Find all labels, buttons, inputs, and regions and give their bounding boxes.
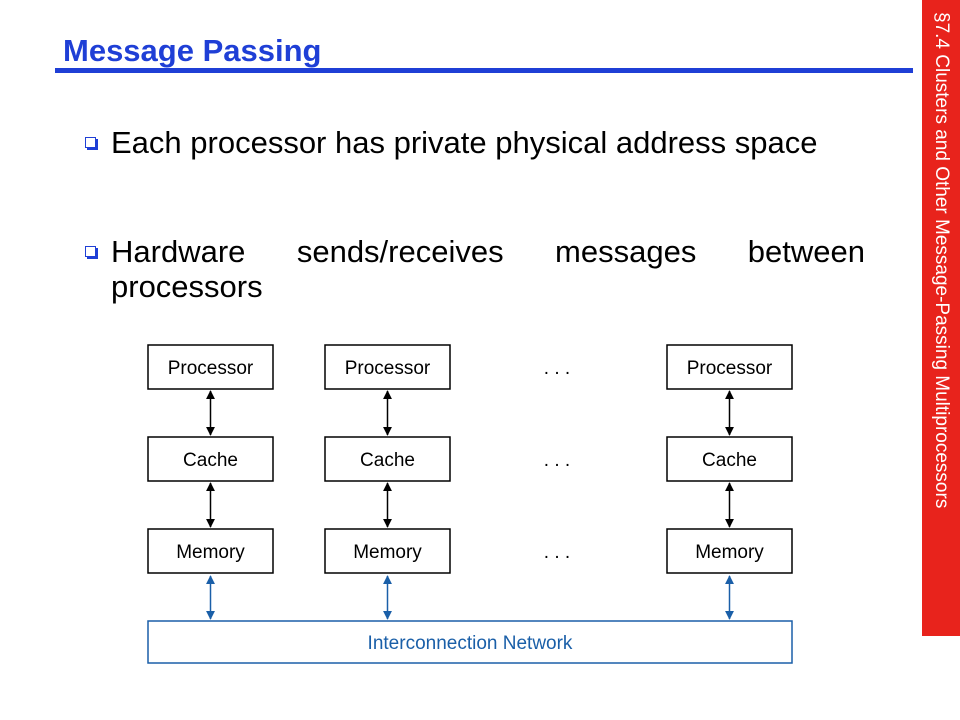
ellipsis: . . . — [544, 450, 570, 471]
cache-box — [147, 436, 274, 482]
node-column-2: Processor Cache Memory — [324, 344, 451, 620]
slide-title: Message Passing — [63, 33, 322, 68]
ellipsis: . . . — [544, 542, 570, 563]
processor-label: Processor — [168, 358, 254, 379]
cache-label: Cache — [183, 450, 238, 471]
cache-label: Cache — [360, 450, 415, 471]
bullet-item: Hardware sends/receives messages between… — [85, 234, 865, 304]
node-column-3: Processor Cache Memory — [666, 344, 793, 620]
memory-label: Memory — [176, 542, 245, 563]
bullet-item: Each processor has private physical addr… — [85, 125, 865, 160]
processor-box — [324, 344, 451, 390]
cache-box — [666, 436, 793, 482]
node-column-1: Processor Cache Memory — [147, 344, 274, 620]
interconnection-network-label: Interconnection Network — [368, 633, 573, 654]
memory-box — [666, 528, 793, 574]
cache-label: Cache — [702, 450, 757, 471]
bullet-text: Hardware sends/receives messages between… — [111, 234, 865, 304]
memory-label: Memory — [353, 542, 422, 563]
cache-box — [324, 436, 451, 482]
square-bullet-icon — [85, 246, 96, 257]
processor-label: Processor — [345, 358, 431, 379]
section-sidebar: §7.4 Clusters and Other Message-Passing … — [922, 0, 960, 636]
processor-box — [666, 344, 793, 390]
memory-box — [147, 528, 274, 574]
memory-label: Memory — [695, 542, 764, 563]
title-underline — [55, 68, 913, 73]
ellipsis: . . . — [544, 358, 570, 379]
interconnection-network-box — [147, 620, 793, 664]
memory-box — [324, 528, 451, 574]
processor-label: Processor — [687, 358, 773, 379]
bullet-text: Each processor has private physical addr… — [111, 125, 818, 160]
processor-box — [147, 344, 274, 390]
square-bullet-icon — [85, 137, 96, 148]
